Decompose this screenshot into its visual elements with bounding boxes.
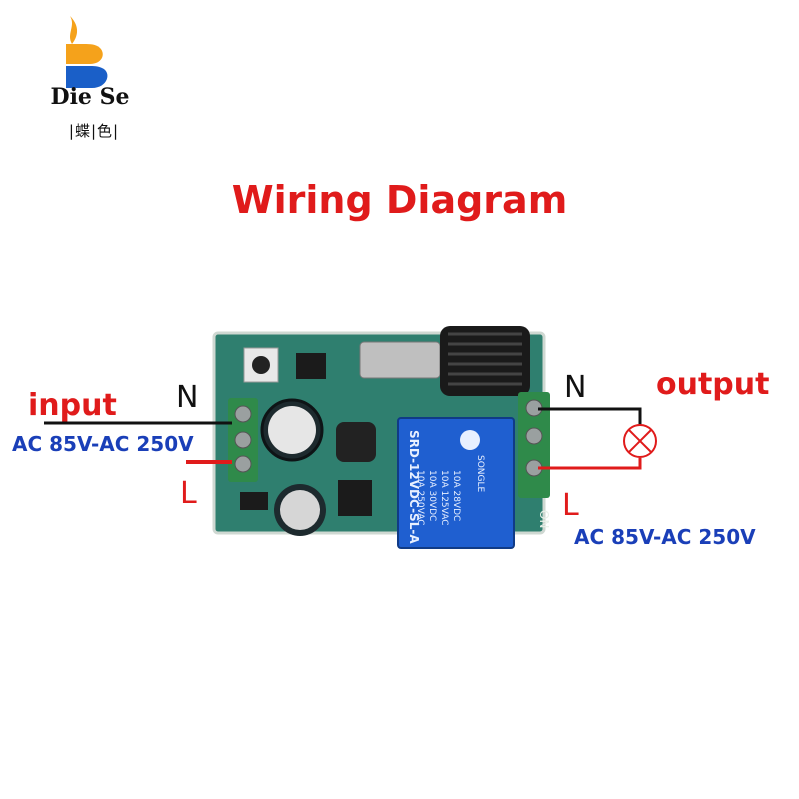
logo-flame-icon (70, 16, 78, 44)
relay-text-line-2: 10A 30VDC (427, 470, 437, 521)
relay-brand: SONGLE (475, 455, 485, 493)
ic-chip-top (296, 353, 326, 379)
terminal-screw-left-2 (234, 431, 252, 449)
relay-text-line-4: 10A 28VDC (451, 470, 461, 521)
capacitor-large-top (268, 406, 316, 454)
ic-chip-bottom (338, 480, 372, 516)
capacitor-small-top (280, 490, 320, 530)
logo-b-bottom (66, 66, 108, 88)
relay-body (397, 417, 515, 549)
terminal-screw-left-1 (234, 405, 252, 423)
input-neutral-label: N (176, 380, 199, 415)
logo-b-top (66, 44, 103, 64)
relay-model: SRD-12VDC-SL-A (407, 430, 421, 544)
input-voltage-label: AC 85V-AC 250V (12, 432, 194, 456)
output-live-label: L (562, 488, 579, 523)
diagram-title: Wiring Diagram (231, 178, 568, 222)
antenna-coil (440, 326, 530, 396)
terminal-block-right (518, 392, 550, 498)
inductor (336, 422, 376, 462)
receiver-module (359, 341, 441, 379)
pcb-push-button-cap (252, 356, 270, 374)
output-voltage-label: AC 85V-AC 250V (574, 525, 756, 549)
output-wire-live (538, 458, 642, 470)
input-live-label: L (180, 476, 197, 511)
output-neutral-label: N (564, 370, 587, 405)
terminal-screw-right-2 (525, 427, 543, 445)
relay-text-line-1: 10A 250VAC (415, 470, 425, 526)
relay-text-line-3: 10A 125VAC (439, 470, 449, 526)
input-label: input (28, 388, 117, 423)
brand-name: Die Se (50, 84, 130, 110)
output-wire-neutral (538, 407, 642, 425)
output-label: output (656, 367, 770, 402)
board-marking: ON (537, 510, 551, 528)
relay-logo-icon (460, 430, 480, 450)
brand-cjk: |蝶|色| (68, 122, 120, 140)
die-se-logo (66, 16, 108, 88)
ic-chip-left (240, 492, 268, 510)
terminal-screw-left-3 (234, 455, 252, 473)
lamp-cross-b (628, 429, 652, 453)
